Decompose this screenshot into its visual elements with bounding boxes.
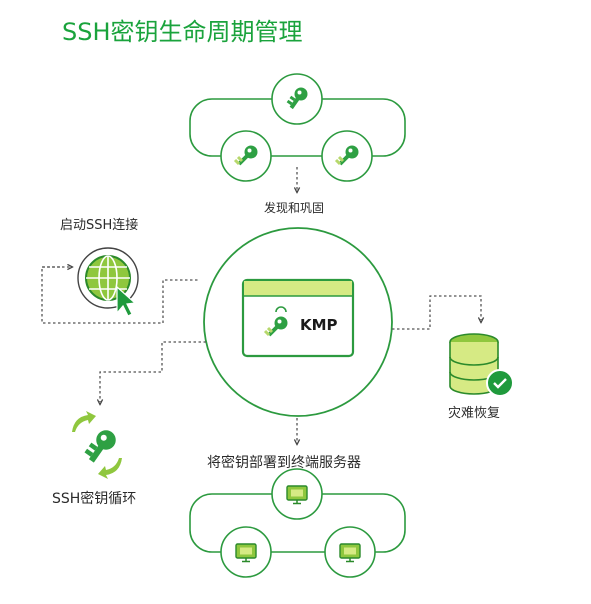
globe-node (77, 247, 139, 317)
key-node-left (220, 130, 272, 182)
key-node-top (271, 73, 323, 125)
key-icon (84, 430, 116, 463)
arrow-to-rotation (100, 341, 206, 402)
key-node-right (321, 130, 373, 182)
discovery-label: 发现和巩固 (264, 201, 325, 215)
server-node-left (220, 526, 272, 578)
server-node-top (271, 468, 323, 520)
page-title: SSH密钥生命周期管理 (62, 18, 303, 46)
connector-globe (41, 266, 200, 324)
arrow-to-recovery (392, 295, 481, 330)
discovery-loop (189, 73, 406, 182)
connect-label: 启动SSH连接 (60, 218, 139, 233)
cursor-icon (116, 285, 137, 317)
refresh-arrow-bottom-icon (98, 458, 122, 479)
refresh-arrow-top-icon (72, 411, 96, 432)
deploy-label: 将密钥部署到终端服务器 (207, 455, 361, 471)
database-node (449, 333, 514, 397)
deploy-loop (189, 468, 406, 578)
server-node-right (324, 526, 376, 578)
check-icon (486, 369, 514, 397)
rotation-label: SSH密钥循环 (52, 491, 137, 507)
kmp-label: KMP (300, 316, 338, 334)
recovery-label: 灾难恢复 (448, 406, 501, 421)
lock-icon (275, 306, 287, 313)
kmp-hub (203, 227, 393, 417)
rotation-node (72, 411, 122, 479)
